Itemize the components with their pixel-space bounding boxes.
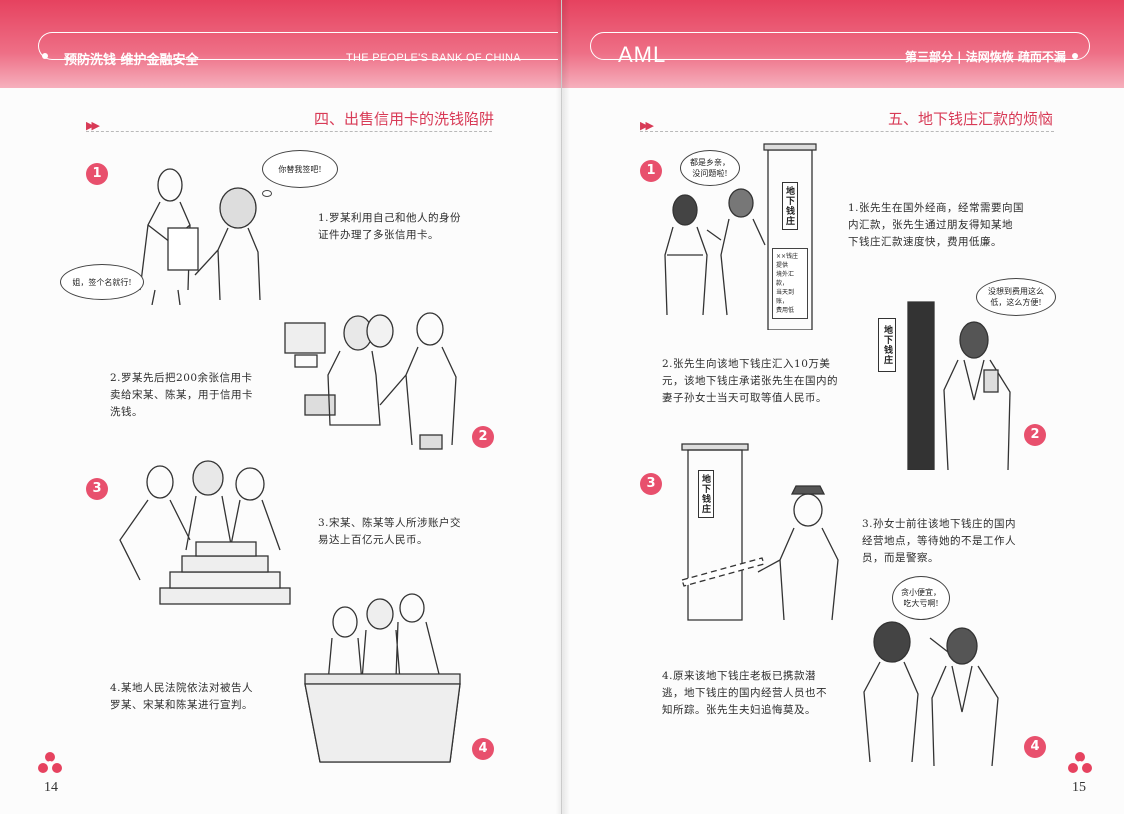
double-arrow-icon: ▶▶	[86, 119, 100, 132]
page-number: 14	[44, 780, 58, 795]
shop-sign: 地下钱庄	[878, 318, 896, 372]
header-part-title: 第三部分 | 法网恢恢 疏而不漏	[905, 50, 1066, 64]
header-frame	[38, 32, 558, 60]
header-dot	[1072, 53, 1078, 59]
panel-badge: 1	[640, 160, 662, 182]
header-dot	[42, 53, 48, 59]
panel-badge: 2	[1024, 424, 1046, 446]
speech-bubble: 贪小便宜，吃大亏啊!	[892, 576, 950, 620]
speech-bubble: 你替我签吧!	[262, 150, 338, 188]
header-bank-name: THE PEOPLE'S BANK OF CHINA	[346, 52, 521, 64]
illustration-credit-card-signing	[139, 168, 261, 305]
panel-badge: 4	[1024, 736, 1046, 758]
section-rule	[640, 131, 1054, 132]
illustration-building-pillar	[763, 143, 817, 330]
bubble-puff	[262, 190, 272, 197]
shop-sign: 地下钱庄	[698, 470, 714, 518]
illustration-regretful-couple	[863, 621, 999, 766]
speech-bubble: 没想到费用这么低，这么方便!	[976, 278, 1056, 316]
panel-caption: 3.宋某、陈某等人所涉账户交 易达上百亿元人民币。	[318, 517, 462, 546]
panel-badge: 3	[640, 473, 662, 495]
panel-caption: 1.罗某利用自己和他人的身份 证件办理了多张信用卡。	[318, 212, 462, 241]
header-aml: AML	[618, 42, 667, 67]
panel-caption: 4.原来该地下钱庄老板已携款潜 逃，地下钱庄的国内经营人员也不 知所踪。张先生夫…	[662, 670, 827, 716]
right-page: ▶▶ 五、地下钱庄汇款的烦恼 1 都是乡亲，没问题啦! 地下钱庄 地下钱庄 ××…	[562, 0, 1124, 814]
panel-caption: 3.孙女士前往该地下钱庄的国内 经营地点，等待她的不是工作人 员，而是警察。	[862, 518, 1017, 564]
panel-caption: 4.某地人民法院依法对被告人 罗某、宋某和陈某进行宣判。	[110, 682, 254, 711]
notice-board: ××钱庄 提供 境外汇款， 当天到账， 费用低	[772, 248, 808, 319]
illustration-selling-cards	[284, 312, 457, 450]
section-title: 四、出售信用卡的洗钱陷阱	[314, 110, 495, 128]
speech-bubble: 姐，签个名就行!	[60, 264, 144, 300]
speech-bubble: 都是乡亲，没问题啦!	[680, 150, 740, 186]
shop-sign: 地下钱庄	[782, 182, 798, 230]
book-spine	[556, 0, 570, 814]
panel-badge: 4	[472, 738, 494, 760]
header-band	[562, 0, 1124, 88]
illustration-friends-talking	[664, 188, 766, 316]
double-arrow-icon: ▶▶	[640, 119, 654, 132]
panel-caption: 2.罗某先后把200余张信用卡 卖给宋某、陈某，用于信用卡 洗钱。	[110, 372, 253, 418]
illustration-phone-remittance	[907, 301, 1011, 470]
illustration-police-at-shop	[681, 443, 839, 621]
header-frame	[590, 32, 1090, 60]
pboc-logo-icon	[1068, 752, 1092, 773]
panel-caption: 1.张先生在国外经商，经常需要向国 内汇款，张先生通过朋友得知某地 下钱庄汇款速…	[848, 202, 1025, 248]
panel-badge: 1	[86, 163, 108, 185]
panel-badge: 2	[472, 426, 494, 448]
section-title: 五、地下钱庄汇款的烦恼	[888, 110, 1054, 128]
pboc-logo-icon	[38, 752, 62, 773]
panel-caption: 2.张先生向该地下钱庄汇入10万美 元，该地下钱庄承诺张先生在国内的 妻子孙女士…	[662, 358, 838, 404]
left-page: 预防洗钱 维护金融安全 THE PEOPLE'S BANK OF CHINA ▶…	[0, 0, 562, 814]
page-number: 15	[1072, 780, 1086, 795]
illustration-money-stacks	[119, 460, 291, 605]
header-band	[0, 0, 561, 88]
panel-badge: 3	[86, 478, 108, 500]
illustration-court-defendants	[304, 593, 461, 763]
section-rule	[86, 131, 492, 132]
header-slogan: 预防洗钱 维护金融安全	[64, 53, 199, 68]
